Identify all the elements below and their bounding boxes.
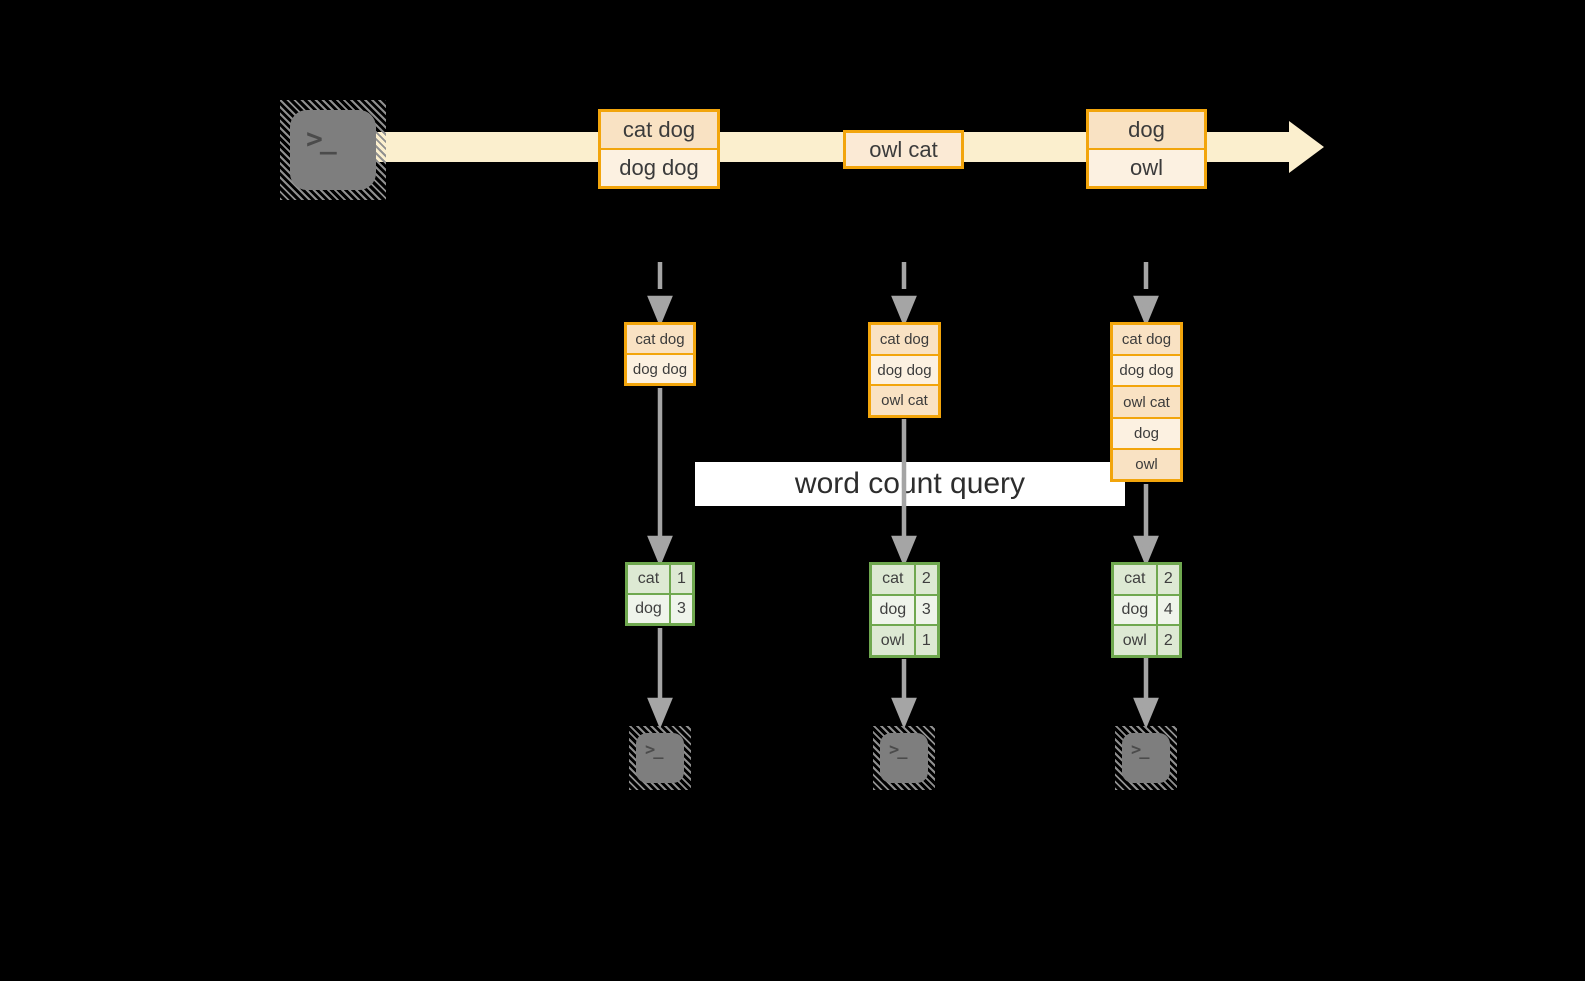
count-row: dog 3 xyxy=(628,593,692,623)
buffer-box-1: cat dog dog dog xyxy=(624,322,696,386)
buffer-row: dog xyxy=(1113,416,1180,448)
stream-event-text: dog dog xyxy=(619,155,699,180)
terminal-source-icon: >_ xyxy=(280,100,386,200)
buffer-row: cat dog xyxy=(1113,325,1180,355)
stream-arrowhead xyxy=(1289,121,1324,173)
sink-arrowhead-3 xyxy=(1133,697,1159,729)
count-word-cell: dog xyxy=(872,595,916,625)
buffer-text: dog dog xyxy=(877,361,932,379)
query-arrowhead-1 xyxy=(647,535,673,567)
buffer-row: cat dog xyxy=(871,325,938,354)
terminal-body: >_ xyxy=(636,733,684,783)
buffer-box-3: cat dog dog dog owl cat dog owl xyxy=(1110,322,1183,482)
buffer-row: dog dog xyxy=(871,353,938,385)
count-value-cell: 1 xyxy=(921,631,931,649)
stream-event-line: cat dog xyxy=(601,112,717,148)
count-word-cell: cat xyxy=(1114,565,1158,594)
stream-event-line: dog xyxy=(1089,112,1204,148)
count-value-cell: 4 xyxy=(1163,601,1173,618)
stream-event-text: owl cat xyxy=(869,136,938,162)
buffer-text: cat dog xyxy=(879,330,930,348)
buffer-row: cat dog xyxy=(627,325,693,353)
buffer-text: cat dog xyxy=(635,330,685,348)
query-arrowhead-2 xyxy=(891,535,917,567)
prompt-glyph: >_ xyxy=(306,122,337,155)
stream-event-text: owl xyxy=(1129,155,1163,180)
count-word-cell: cat xyxy=(628,565,671,593)
stream-event-box-2: owl cat xyxy=(843,130,964,169)
word-count-query-text: word count query xyxy=(794,467,1026,500)
count-row: cat 2 xyxy=(1114,565,1179,594)
buffer-text: dog dog xyxy=(632,360,688,378)
count-row: cat 2 xyxy=(872,565,937,594)
count-row: owl 1 xyxy=(872,624,937,656)
terminal-sink-icon-2: >_ xyxy=(873,726,935,790)
count-value-cell: 3 xyxy=(677,600,686,617)
buffer-row: owl cat xyxy=(1113,385,1180,417)
prompt-glyph: >_ xyxy=(645,740,664,760)
buffer-text: owl xyxy=(1135,455,1158,473)
count-value-cell: 2 xyxy=(921,570,931,588)
buffer-text: dog dog xyxy=(1119,362,1174,380)
count-table-2: cat 2 dog 3 owl 1 xyxy=(869,562,940,658)
sink-arrowhead-2 xyxy=(891,697,917,729)
buffer-text: dog xyxy=(1133,424,1160,442)
count-value-cell: 1 xyxy=(677,570,686,587)
count-row: owl 2 xyxy=(1114,624,1179,656)
prompt-glyph: >_ xyxy=(1131,740,1150,760)
count-value-cell: 2 xyxy=(1163,631,1173,649)
count-word-cell: cat xyxy=(872,565,916,594)
count-row: dog 3 xyxy=(872,593,937,625)
buffer-row: owl cat xyxy=(871,384,938,416)
stream-event-box-1: cat dog dog dog xyxy=(598,109,720,189)
buffer-row: dog dog xyxy=(627,353,693,383)
count-table-1: cat 1 dog 3 xyxy=(625,562,695,626)
buffer-text: owl cat xyxy=(1123,393,1170,411)
terminal-sink-icon-3: >_ xyxy=(1115,726,1177,790)
buffer-row: owl xyxy=(1113,447,1180,480)
prompt-glyph: >_ xyxy=(889,740,908,760)
terminal-body: >_ xyxy=(1122,733,1170,783)
count-value-cell: 2 xyxy=(1163,570,1173,588)
stream-event-text: dog xyxy=(1128,117,1165,142)
terminal-sink-icon-1: >_ xyxy=(629,726,691,790)
terminal-body: >_ xyxy=(880,733,928,783)
count-value-cell: 3 xyxy=(921,601,931,618)
terminal-body: >_ xyxy=(290,110,376,190)
count-word-cell: owl xyxy=(1114,626,1158,656)
buffer-box-2: cat dog dog dog owl cat xyxy=(868,322,941,418)
query-arrowhead-3 xyxy=(1133,535,1159,567)
stream-event-line: dog dog xyxy=(601,148,717,186)
count-word-cell: dog xyxy=(1114,595,1158,625)
count-table-3: cat 2 dog 4 owl 2 xyxy=(1111,562,1182,658)
buffer-text: owl cat xyxy=(881,392,928,410)
buffer-text: cat dog xyxy=(1121,331,1172,349)
count-word-cell: owl xyxy=(872,626,916,656)
dashed-arrowhead-1 xyxy=(647,295,673,327)
dashed-arrowhead-3 xyxy=(1133,295,1159,327)
count-row: dog 4 xyxy=(1114,593,1179,625)
buffer-row: dog dog xyxy=(1113,354,1180,386)
sink-arrowhead-1 xyxy=(647,697,673,729)
word-count-query-label: word count query xyxy=(695,462,1125,506)
stream-event-line: owl cat xyxy=(846,133,961,166)
count-word-cell: dog xyxy=(628,595,671,623)
stream-event-line: owl xyxy=(1089,148,1204,186)
stream-event-text: cat dog xyxy=(622,117,696,142)
count-row: cat 1 xyxy=(628,565,692,593)
stream-event-box-3: dog owl xyxy=(1086,109,1207,189)
dashed-arrowhead-2 xyxy=(891,295,917,327)
